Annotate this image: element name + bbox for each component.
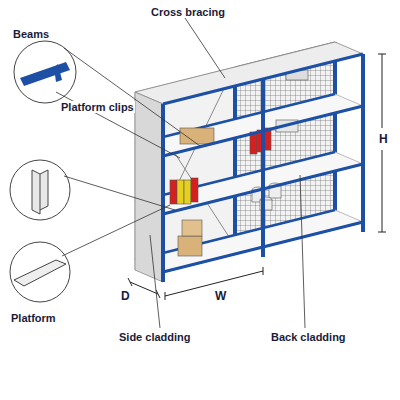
side-cladding (135, 92, 163, 282)
dimension-label: D (120, 290, 131, 303)
part-label: Cross bracing (150, 6, 226, 18)
part-label: Platform (10, 312, 57, 324)
part-label: Back cladding (270, 331, 347, 343)
dimension-label: W (214, 290, 227, 303)
dimension-label: H (378, 133, 389, 146)
part-label: Platform clips (60, 101, 135, 113)
platforms (135, 94, 363, 272)
front-upright (163, 54, 363, 282)
top-panel (135, 42, 363, 104)
leader-lines (56, 18, 305, 328)
part-label: Beams (12, 28, 50, 40)
part-label: Side cladding (118, 331, 192, 343)
detail-circles (10, 41, 76, 302)
dimension-lines (128, 54, 386, 300)
